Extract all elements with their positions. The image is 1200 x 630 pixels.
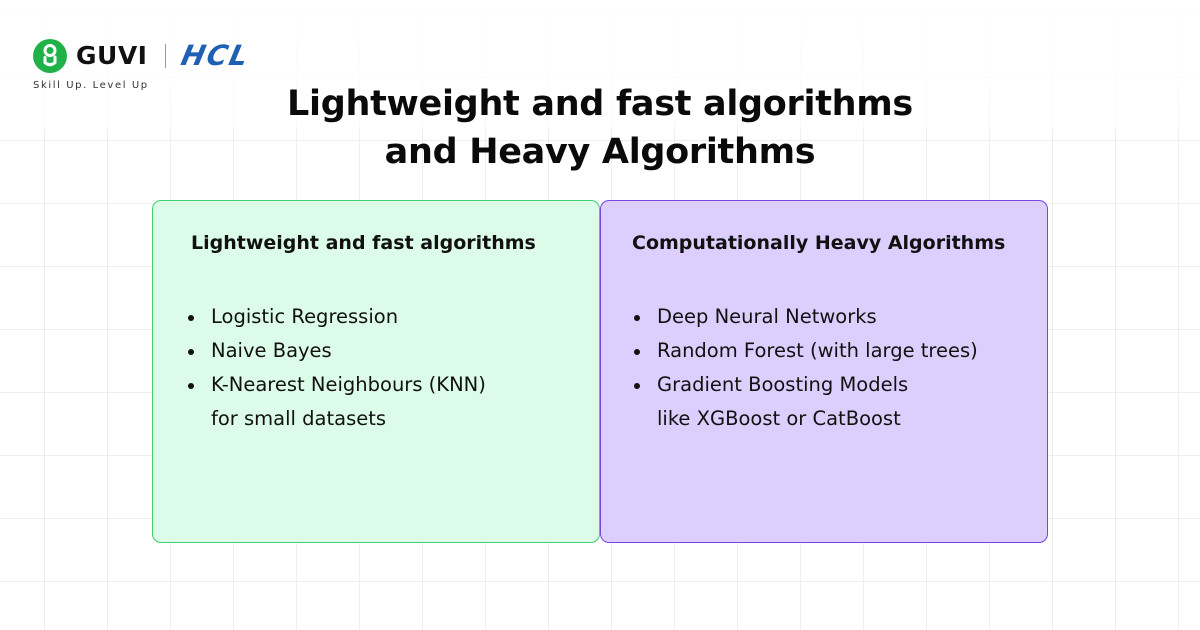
lightweight-panel-heading: Lightweight and fast algorithms	[191, 232, 536, 254]
list-item-text: Deep Neural Networks	[657, 305, 877, 328]
guvi-logo-icon	[33, 39, 67, 73]
list-item-text-continued: for small datasets	[211, 407, 387, 430]
heavy-algorithms-panel: Computationally Heavy Algorithms Deep Ne…	[600, 200, 1048, 543]
list-item-text: Gradient Boosting Models	[657, 373, 909, 396]
guvi-wordmark: GUVI	[76, 41, 148, 70]
list-item-text: Random Forest (with large trees)	[657, 339, 978, 362]
list-item-text: Logistic Regression	[211, 305, 399, 328]
page-title-line-1: Lightweight and fast algorithms	[287, 84, 913, 124]
list-item: Gradient Boosting Models like XGBoost or…	[632, 368, 1037, 436]
list-item: Naive Bayes	[186, 334, 586, 368]
brand-lockup[interactable]: GUVI HCL Skill Up. Level Up	[32, 38, 332, 98]
list-item: K-Nearest Neighbours (KNN) for small dat…	[186, 368, 586, 436]
heavy-algorithms-list: Deep Neural Networks Random Forest (with…	[632, 300, 1037, 436]
header-backdrop	[0, 0, 1200, 130]
list-item-text-continued: like XGBoost or CatBoost	[657, 407, 901, 430]
lightweight-algorithms-list: Logistic Regression Naive Bayes K-Neares…	[186, 300, 586, 436]
list-item-text: Naive Bayes	[211, 339, 332, 362]
brand-divider	[165, 44, 166, 68]
lightweight-algorithms-panel: Lightweight and fast algorithms Logistic…	[152, 200, 600, 543]
list-item: Deep Neural Networks	[632, 300, 1037, 334]
heavy-panel-heading: Computationally Heavy Algorithms	[632, 232, 1006, 254]
list-item: Logistic Regression	[186, 300, 586, 334]
hcl-wordmark: HCL	[178, 39, 254, 72]
list-item-text: K-Nearest Neighbours (KNN)	[211, 373, 486, 396]
page-title-line-2: and Heavy Algorithms	[384, 132, 816, 172]
page-title: Lightweight and fast algorithms and Heav…	[200, 80, 1000, 176]
brand-tagline: Skill Up. Level Up	[33, 80, 149, 91]
list-item: Random Forest (with large trees)	[632, 334, 1037, 368]
